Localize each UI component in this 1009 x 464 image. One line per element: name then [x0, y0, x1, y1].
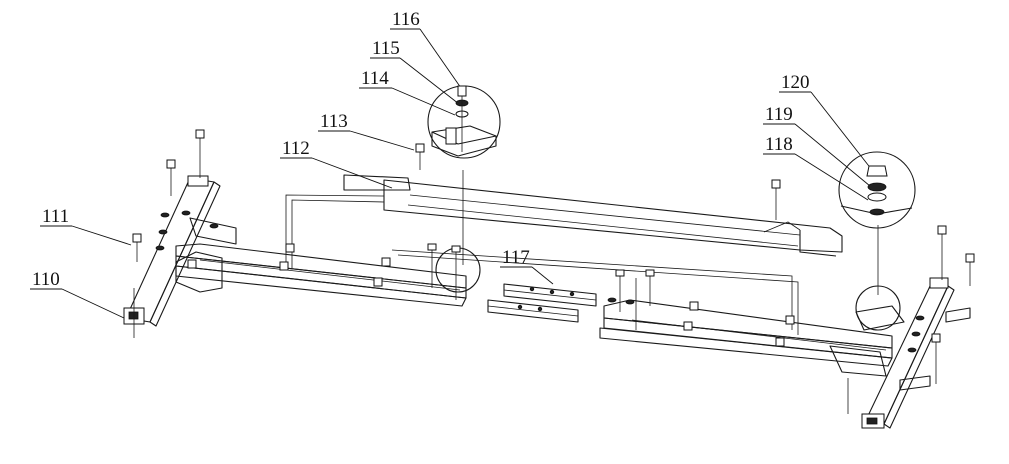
- right-bracket: [847, 225, 975, 429]
- detail-callout-circles: [427, 85, 916, 331]
- label-119: 119: [765, 104, 793, 125]
- label-112: 112: [282, 138, 310, 159]
- panel-frame-lines: [285, 170, 879, 335]
- detail-circle-top-right: [838, 151, 916, 229]
- label-113: 113: [320, 111, 348, 132]
- label-118: 118: [765, 134, 793, 155]
- label-110: 110: [32, 269, 60, 290]
- loose-bolts: [415, 143, 781, 220]
- leader-lines: [61, 28, 873, 319]
- right-rail: [599, 269, 893, 377]
- connector-plates-117: [487, 283, 597, 323]
- left-rail: [175, 243, 467, 307]
- label-115: 115: [372, 38, 400, 59]
- fastener-stack-118-120: [840, 165, 913, 216]
- label-116: 116: [392, 9, 420, 30]
- detail-circle-top-left: [427, 85, 501, 159]
- fastener-stack-114-116: [431, 85, 497, 157]
- label-120: 120: [781, 72, 810, 93]
- label-111: 111: [42, 206, 69, 227]
- top-panel-112: [343, 174, 843, 257]
- detail-circle-bottom-right: [855, 285, 901, 331]
- part-labels: 116 115 114 113 112 111 110 117 120 119 …: [30, 9, 811, 290]
- left-bracket-110: [123, 129, 237, 338]
- label-114: 114: [361, 68, 389, 89]
